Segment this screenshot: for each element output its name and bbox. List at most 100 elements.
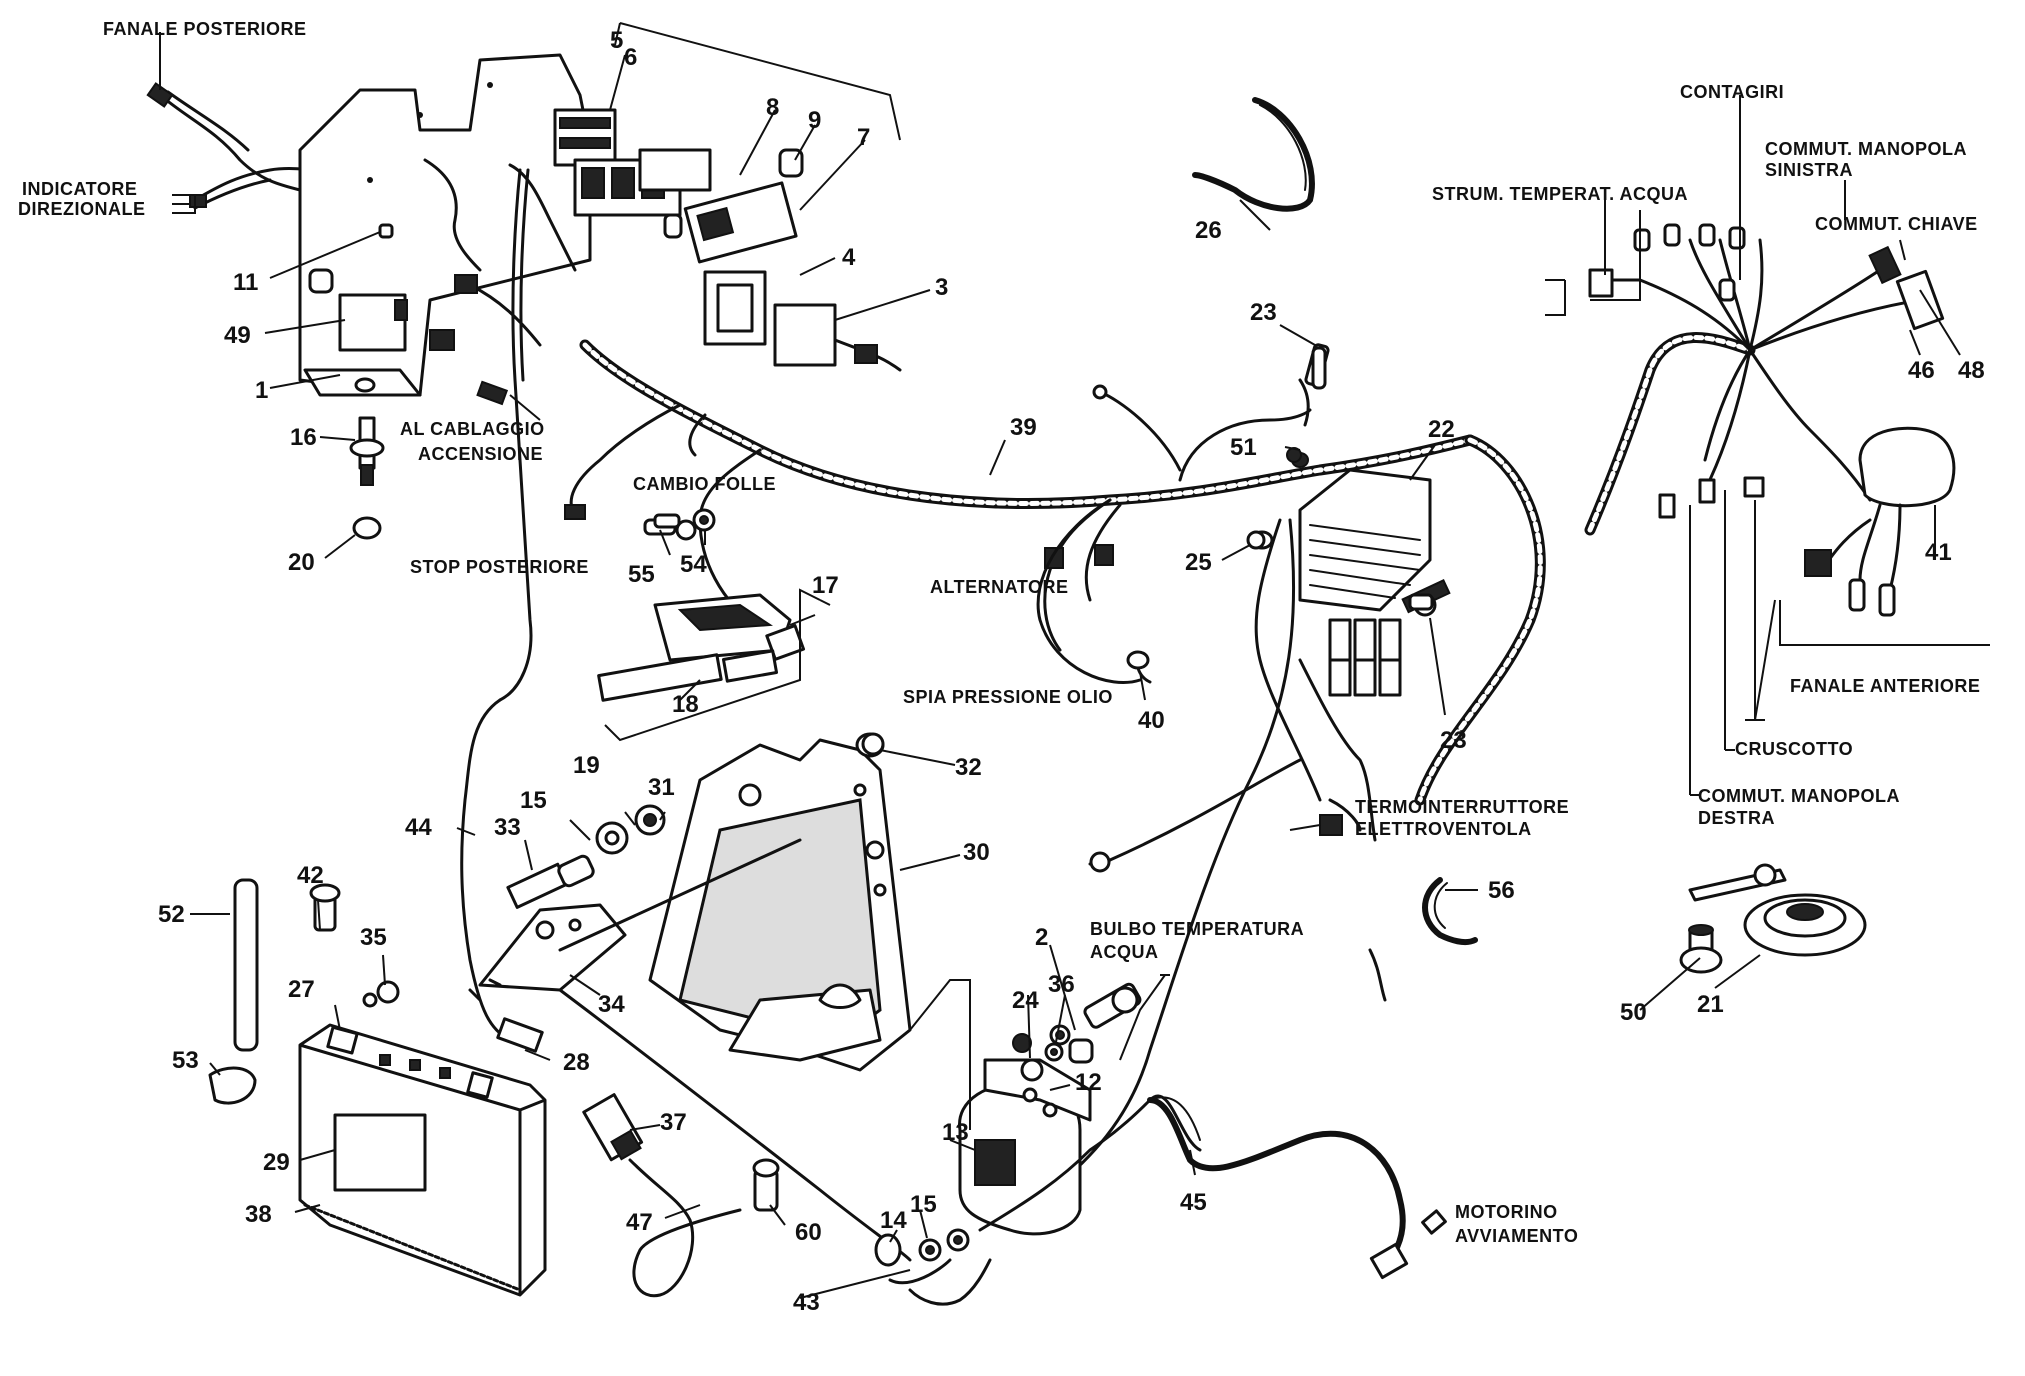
starter-relay [958,982,1447,1280]
label-commut-manopola: COMMUT. MANOPOLA [1765,139,1967,159]
callout-22: 22 [1428,416,1455,443]
label-acqua: ACQUA [1090,942,1159,962]
callout-11: 11 [233,269,258,296]
connector-26 [1192,97,1315,212]
label-cruscotto: CRUSCOTTO [1735,739,1853,759]
callout-4: 4 [842,244,856,271]
bracket-34 [468,838,802,1002]
callout-52: 52 [158,901,185,928]
switch-17 [597,518,806,702]
screws-2-36-24 [1020,1038,1094,1082]
callout-37: 37 [660,1109,687,1136]
clip-56 [1422,877,1478,946]
callout-45: 45 [1180,1189,1207,1216]
callout-28: 28 [563,1049,590,1076]
callout-44: 44 [405,814,432,841]
battery-bracket [648,738,912,1072]
callout-2: 2 [1035,924,1048,951]
label-indicatore: INDICATORE [22,179,137,199]
callout-15-top: 15 [520,787,547,814]
callout-29: 29 [263,1149,290,1176]
battery [298,980,547,1297]
callout-39: 39 [1010,414,1037,441]
callout-8: 8 [766,94,779,121]
callout-33: 33 [494,814,521,841]
callout-35: 35 [360,924,387,951]
fuse-box [553,108,804,264]
callout-30: 30 [963,839,990,866]
callout-55: 55 [628,561,655,588]
label-commut-chiave: COMMUT. CHIAVE [1815,214,1978,234]
callout-15-bottom: 15 [910,1191,937,1218]
callout-43: 43 [793,1289,820,1316]
label-motorino: MOTORINO [1455,1202,1558,1222]
callout-6: 6 [624,44,637,71]
label-stop-posteriore: STOP POSTERIORE [410,557,589,577]
callout-53: 53 [172,1047,199,1074]
label-termointerruttore: TERMOINTERRUTTORE [1355,797,1569,817]
label-al-cablaggio: AL CABLAGGIO [400,419,545,439]
callout-49: 49 [224,322,251,349]
callout-5: 5 [610,27,623,54]
front-harness [1584,223,1956,617]
callout-23-top: 23 [1250,299,1277,326]
label-direzionale: DIREZIONALE [18,199,146,219]
callout-24: 24 [1012,987,1039,1014]
label-spia-pressione-olio: SPIA PRESSIONE OLIO [903,687,1113,707]
label-contagiri: CONTAGIRI [1680,82,1784,102]
label-fanale-anteriore: FANALE ANTERIORE [1790,676,1980,696]
label-commut-manopola-destra-1: COMMUT. MANOPOLA [1698,786,1900,806]
callout-16: 16 [290,424,317,451]
callout-51: 51 [1230,434,1257,461]
bracket-lines [604,22,1990,1130]
callout-14: 14 [880,1207,907,1234]
callout-56: 56 [1488,877,1515,904]
callout-41: 41 [1925,539,1952,566]
callout-7: 7 [857,124,870,151]
callout-42: 42 [297,862,324,889]
callout-32: 32 [955,754,982,781]
label-accensione: ACCENSIONE [418,444,543,464]
callout-18: 18 [672,691,699,718]
bolts-row [506,732,885,909]
label-bulbo-temperatura: BULBO TEMPERATURA [1090,919,1304,939]
callout-54: 54 [680,551,707,578]
label-alternatore: ALTERNATORE [930,577,1069,597]
label-strum-temperat-acqua: STRUM. TEMPERAT. ACQUA [1432,184,1688,204]
callout-36: 36 [1048,971,1075,998]
callout-26: 26 [1195,217,1222,244]
callout-19: 19 [573,752,600,779]
callout-17: 17 [812,572,839,599]
label-destra: DESTRA [1698,808,1775,828]
horn [1679,863,1867,974]
callout-21: 21 [1697,991,1724,1018]
diagram-labels: FANALE POSTERIORE INDICATORE DIREZIONALE… [18,19,1980,1246]
callout-40: 40 [1138,707,1165,734]
callout-9: 9 [808,107,821,134]
callout-25: 25 [1185,549,1212,576]
callout-13: 13 [942,1119,969,1146]
callout-23-bottom: 23 [1440,727,1467,754]
callout-47: 47 [626,1209,653,1236]
callout-31: 31 [648,774,675,801]
callout-1: 1 [255,377,268,404]
leader-lines [159,32,1961,1299]
callout-20: 20 [288,549,315,576]
label-fanale-posteriore: FANALE POSTERIORE [103,19,307,39]
callout-50: 50 [1620,999,1647,1026]
label-avviamento: AVVIAMENTO [1455,1226,1578,1246]
callout-12: 12 [1075,1069,1102,1096]
main-harness [498,168,1546,1202]
callout-34: 34 [598,991,625,1018]
battery-cables [208,698,992,1306]
callout-3: 3 [935,274,948,301]
callout-38: 38 [245,1201,272,1228]
label-sinistra: SINISTRA [1765,160,1853,180]
callout-48: 48 [1958,357,1985,384]
regulator [1250,343,1451,697]
part-numbers: 5 6 8 9 7 4 3 11 49 1 16 20 26 23 39 51 … [158,27,1985,1316]
label-elettroventola: ELETTROVENTOLA [1355,819,1532,839]
relay-4-3 [703,270,902,372]
label-cambio-folle: CAMBIO FOLLE [633,474,776,494]
